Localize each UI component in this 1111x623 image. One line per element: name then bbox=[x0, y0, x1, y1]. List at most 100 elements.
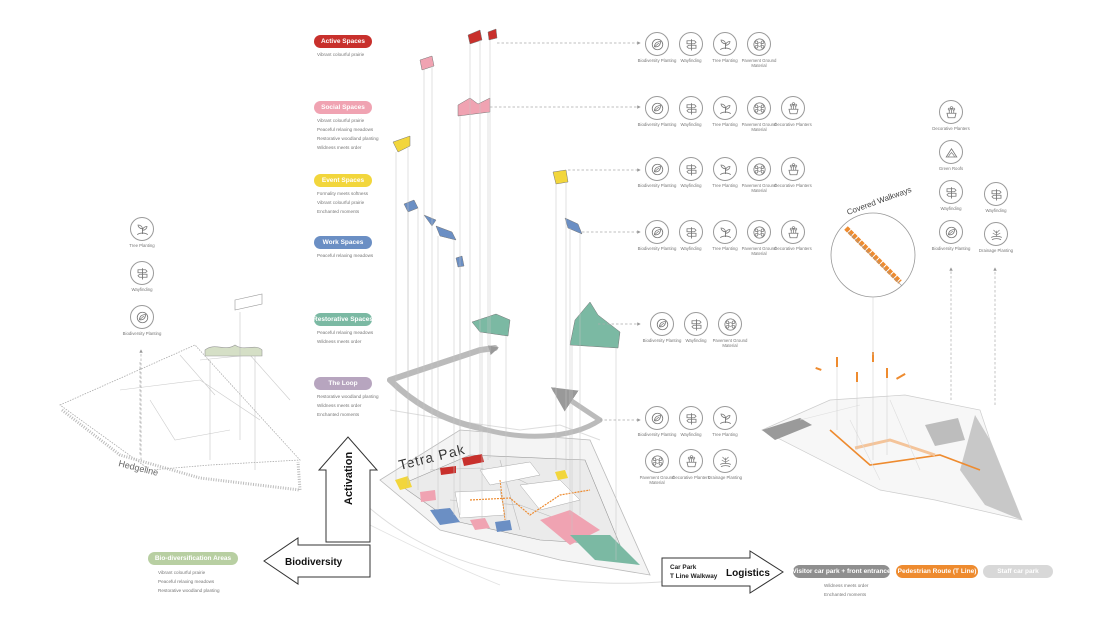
active-spaces-pill: Active Spaces bbox=[314, 35, 372, 48]
work-spaces-pill: Work Spaces bbox=[314, 236, 372, 249]
green-roof-icon bbox=[939, 140, 963, 164]
event-spaces-line: Formality meets softness bbox=[317, 191, 369, 196]
icon-label: Decorative Planters bbox=[774, 122, 812, 127]
logistics-arrow bbox=[661, 550, 784, 594]
logistics-description: Wildness meets order Enchanted moments bbox=[824, 581, 868, 599]
leaf-circle-icon bbox=[939, 220, 963, 244]
leaf-circle-icon bbox=[645, 96, 669, 120]
icon-label: Pavement Ground Material bbox=[741, 246, 777, 256]
activation-arrow bbox=[317, 436, 379, 543]
social-spaces-line: Restorative woodland planting bbox=[317, 136, 379, 141]
icon-label: Biodiversity Planting bbox=[637, 58, 677, 63]
tree-planting-icon bbox=[130, 217, 154, 241]
logistics-sub-2: T Line Walkway bbox=[670, 573, 718, 580]
logistics-line-1: Wildness meets order bbox=[824, 583, 869, 588]
work-spaces-description: Peaceful relaxing meadows bbox=[317, 251, 373, 260]
drainage-icon bbox=[984, 222, 1008, 246]
icon-label: Wayfinding bbox=[985, 208, 1007, 213]
icon-label: Decorative Planters bbox=[774, 183, 812, 188]
social-spaces-line: Vibrant colourful prairie bbox=[317, 118, 365, 123]
paving-icon bbox=[747, 157, 771, 181]
icon-label: Tree Planting bbox=[712, 246, 738, 251]
active-spaces-line: Vibrant colourful prairie bbox=[317, 52, 365, 57]
icon-label: Decorative Planters bbox=[774, 246, 812, 251]
icon-label: Green Roofs bbox=[938, 166, 964, 171]
icon-label: Wayfinding bbox=[680, 58, 702, 63]
tree-planting-icon bbox=[713, 32, 737, 56]
icon-label: Tree Planting bbox=[129, 243, 155, 248]
the-loop-line: Restorative woodland planting bbox=[317, 394, 379, 399]
biodiv-line-3: Restorative woodland planting bbox=[158, 588, 220, 593]
icon-label: Biodiversity Planting bbox=[642, 338, 682, 343]
paving-icon bbox=[747, 96, 771, 120]
planter-icon bbox=[781, 157, 805, 181]
icon-label: Decorative Planters bbox=[932, 126, 970, 131]
signpost-icon bbox=[684, 312, 708, 336]
logistics-label: Logistics bbox=[726, 568, 770, 579]
biodiv-line-2: Peaceful relaxing meadows bbox=[158, 579, 215, 584]
icon-label: Drainage Planting bbox=[978, 248, 1014, 253]
icon-label: Drainage Planting bbox=[707, 475, 743, 480]
tree-planting-icon bbox=[713, 220, 737, 244]
icon-label: Pavement Ground Material bbox=[639, 475, 675, 485]
planter-icon bbox=[679, 449, 703, 473]
restorative-spaces-line: Wildness meets order bbox=[317, 339, 362, 344]
icon-label: Wayfinding bbox=[685, 338, 707, 343]
planter-icon bbox=[781, 220, 805, 244]
planter-icon bbox=[781, 96, 805, 120]
staff-car-park-pill: Staff car park bbox=[983, 565, 1053, 578]
biodiversity-arrow bbox=[263, 537, 371, 585]
icon-label: Biodiversity Planting bbox=[637, 122, 677, 127]
signpost-icon bbox=[939, 180, 963, 204]
leaf-circle-icon bbox=[645, 32, 669, 56]
icon-label: Biodiversity Planting bbox=[122, 331, 162, 336]
the-loop-line: Wildness meets order bbox=[317, 403, 362, 408]
activation-label: Activation bbox=[343, 452, 355, 505]
icon-label: Decorative Planters bbox=[672, 475, 710, 480]
tree-planting-icon bbox=[713, 157, 737, 181]
icon-label: Tree Planting bbox=[712, 183, 738, 188]
event-spaces-pill: Event Spaces bbox=[314, 174, 372, 187]
the-loop-line: Enchanted moments bbox=[317, 412, 360, 417]
restorative-spaces-line: Peaceful relaxing meadows bbox=[317, 330, 374, 335]
leaf-circle-icon bbox=[645, 406, 669, 430]
icon-label: Wayfinding bbox=[680, 183, 702, 188]
visitor-car-park-pill: Visitor car park + front entrance bbox=[792, 565, 891, 578]
biodiversification-description: Vibrant colourful prairie Peaceful relax… bbox=[158, 568, 220, 595]
biodiv-line-1: Vibrant colourful prairie bbox=[158, 570, 206, 575]
central-site-map bbox=[349, 345, 681, 586]
pedestrian-route-pill: Pedestrian Route (T Line) bbox=[896, 565, 978, 578]
signpost-icon bbox=[679, 157, 703, 181]
icon-label: Biodiversity Planting bbox=[637, 183, 677, 188]
biodiversity-label: Biodiversity bbox=[285, 557, 343, 568]
floating-space-elements bbox=[392, 28, 621, 560]
icon-label: Tree Planting bbox=[712, 122, 738, 127]
social-spaces-pill: Social Spaces bbox=[314, 101, 372, 114]
active-spaces-description: Vibrant colourful prairie bbox=[317, 50, 364, 59]
leaf-circle-icon bbox=[130, 305, 154, 329]
tree-planting-icon bbox=[713, 96, 737, 120]
planter-icon bbox=[939, 100, 963, 124]
leaf-circle-icon bbox=[645, 220, 669, 244]
event-spaces-line: Vibrant colourful prairie bbox=[317, 200, 365, 205]
icon-label: Wayfinding bbox=[940, 206, 962, 211]
restorative-spaces-pill: Restorative Spaces bbox=[313, 313, 373, 326]
logistics-line-2: Enchanted moments bbox=[824, 592, 867, 597]
icon-label: Pavement Ground Material bbox=[741, 183, 777, 193]
paving-icon bbox=[718, 312, 742, 336]
icon-label: Tree Planting bbox=[712, 432, 738, 437]
social-spaces-line: Peaceful relaxing meadows bbox=[317, 127, 374, 132]
event-spaces-line: Enchanted moments bbox=[317, 209, 360, 214]
biodiversification-pill: Bio-diversification Areas bbox=[148, 552, 238, 565]
icon-label: Pavement Ground Material bbox=[741, 58, 777, 68]
paving-icon bbox=[645, 449, 669, 473]
signpost-icon bbox=[130, 261, 154, 285]
tree-planting-icon bbox=[713, 406, 737, 430]
icon-label: Wayfinding bbox=[680, 432, 702, 437]
icon-label: Biodiversity Planting bbox=[637, 432, 677, 437]
signpost-icon bbox=[679, 32, 703, 56]
icon-label: Pavement Ground Material bbox=[741, 122, 777, 132]
leaf-circle-icon bbox=[645, 157, 669, 181]
